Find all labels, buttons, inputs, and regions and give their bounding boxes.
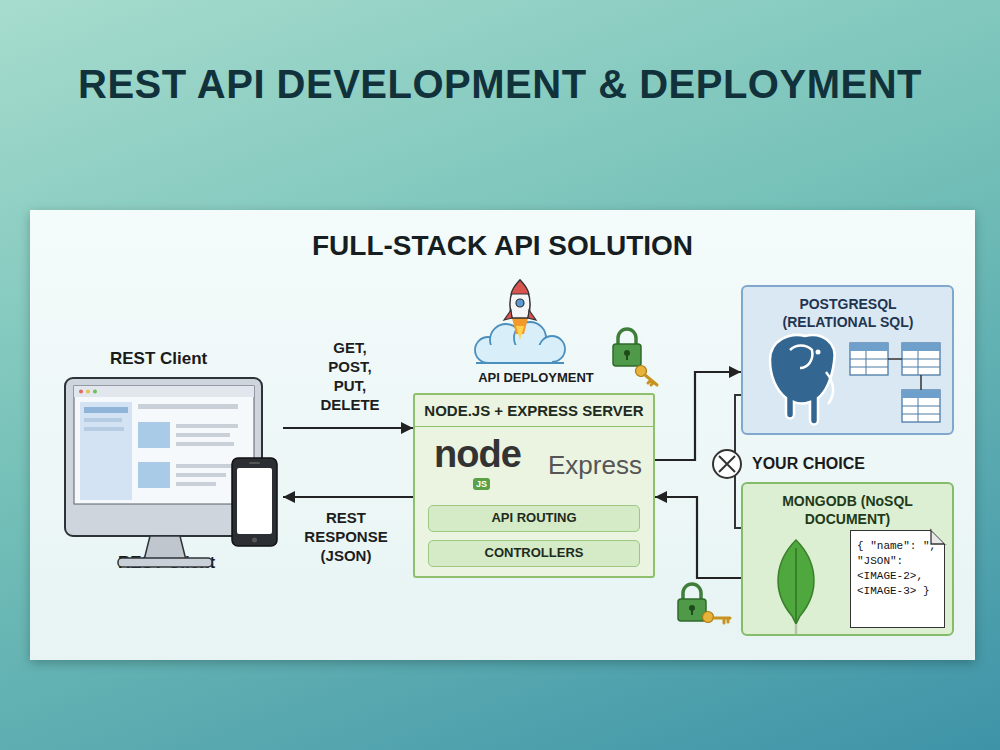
client-illustration: REST ClientREST Client bbox=[62, 345, 283, 577]
arrow-connector bbox=[283, 427, 413, 429]
server-box: API DEPLOYMENTNODE.JS + EXPRESS SERVERAP… bbox=[413, 393, 655, 578]
node-heading: REST Client bbox=[110, 349, 207, 369]
node-heading: { "name": ", "JSON": <IMAGE-2>, <IMAGE-3… bbox=[857, 539, 939, 599]
node-heading: POSTGRESQL (RELATIONAL SQL) bbox=[773, 295, 923, 331]
logo-text: node bbox=[434, 433, 521, 476]
node-text: NODE.JS + EXPRESS SERVER bbox=[415, 395, 653, 427]
arrow-connector bbox=[655, 372, 741, 460]
node-text: REST Client bbox=[118, 553, 215, 573]
arrow-connector bbox=[655, 497, 741, 578]
choice-label: YOUR CHOICE bbox=[752, 455, 865, 473]
controllers-box: CONTROLLERS bbox=[428, 540, 640, 567]
database-box: POSTGRESQL (RELATIONAL SQL) bbox=[741, 285, 954, 435]
edge-label: REST RESPONSE (JSON) bbox=[298, 508, 394, 565]
node-heading: API DEPLOYMENT bbox=[405, 370, 667, 385]
logo-badge: JS bbox=[473, 478, 490, 490]
arrow-connector bbox=[283, 496, 413, 498]
database-box: MONGODB (NoSQL DOCUMENT) { "name": ", "JS… bbox=[741, 482, 954, 636]
diagram-title: REST API DEVELOPMENT & DEPLOYMENT bbox=[0, 62, 1000, 107]
node-heading: CONTROLLERS bbox=[429, 541, 639, 565]
node-heading: MONGODB (NoSQL DOCUMENT) bbox=[779, 492, 916, 528]
node-heading: API ROUTING bbox=[429, 506, 639, 530]
edge-label: GET, POST, PUT, DELETE bbox=[312, 338, 388, 414]
logo-text: Express bbox=[548, 450, 642, 481]
node-heading: FULL-STACK API SOLUTION bbox=[30, 230, 975, 262]
routing-box: API ROUTING bbox=[428, 505, 640, 532]
document-note: { "name": ", "JSON": <IMAGE-2>, <IMAGE-3… bbox=[850, 530, 945, 628]
